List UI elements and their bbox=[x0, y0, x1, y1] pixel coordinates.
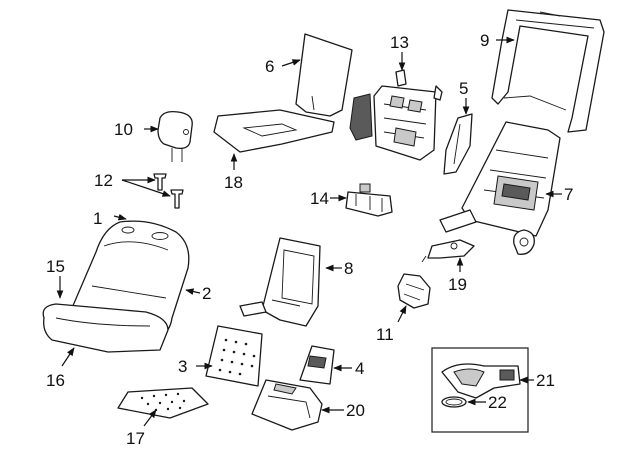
callout-18: 18 bbox=[224, 173, 243, 192]
callout-2: 2 bbox=[202, 284, 211, 303]
part-14-module[interactable] bbox=[345, 183, 393, 217]
callout-16: 16 bbox=[46, 371, 65, 390]
callout-19: 19 bbox=[448, 275, 467, 294]
part-4-heater-element[interactable] bbox=[299, 345, 335, 385]
part-7-back-frame-mechanism[interactable] bbox=[439, 121, 561, 255]
callout-15: 15 bbox=[46, 257, 65, 276]
part-3-heater-pad[interactable] bbox=[205, 325, 263, 387]
part-17-cushion-heater[interactable] bbox=[117, 387, 209, 419]
part-12-headrest-guides[interactable] bbox=[153, 173, 184, 209]
part-8-back-shell[interactable] bbox=[239, 237, 321, 327]
part-22-ring[interactable] bbox=[441, 396, 467, 408]
part-18-cushion-pad[interactable] bbox=[213, 109, 335, 153]
callout-10: 10 bbox=[114, 120, 133, 139]
callout-labels: 1 2 3 4 5 6 7 8 9 10 11 12 13 14 15 16 1… bbox=[46, 31, 573, 448]
callout-3: 3 bbox=[178, 357, 187, 376]
callout-9: 9 bbox=[480, 31, 489, 50]
part-21-trim[interactable] bbox=[441, 363, 521, 399]
callout-21: 21 bbox=[536, 371, 555, 390]
callout-13: 13 bbox=[390, 33, 409, 52]
part-2-seat-cover[interactable] bbox=[42, 220, 190, 353]
part-20-cushion-shell[interactable] bbox=[251, 379, 323, 431]
callout-8: 8 bbox=[344, 259, 353, 278]
leader-lines bbox=[56, 36, 562, 427]
part-11-clip[interactable] bbox=[397, 273, 431, 309]
callout-14: 14 bbox=[310, 189, 329, 208]
part-19-bracket[interactable] bbox=[421, 239, 475, 263]
callout-6: 6 bbox=[265, 57, 274, 76]
part-6-back-panel[interactable] bbox=[295, 33, 353, 117]
part-13-lumbar-assembly[interactable] bbox=[349, 69, 443, 161]
callout-7: 7 bbox=[564, 185, 573, 204]
callout-12: 12 bbox=[94, 171, 113, 190]
callout-11: 11 bbox=[376, 325, 394, 344]
callout-22: 22 bbox=[488, 393, 507, 412]
part-9-back-frame[interactable] bbox=[491, 9, 605, 133]
part-5-side-trim[interactable] bbox=[443, 113, 473, 175]
callout-5: 5 bbox=[459, 79, 468, 98]
callout-1: 1 bbox=[93, 209, 102, 228]
callout-17: 17 bbox=[126, 429, 145, 448]
part-10-headrest[interactable] bbox=[157, 110, 193, 162]
callout-4: 4 bbox=[355, 359, 364, 378]
callout-20: 20 bbox=[346, 401, 365, 420]
